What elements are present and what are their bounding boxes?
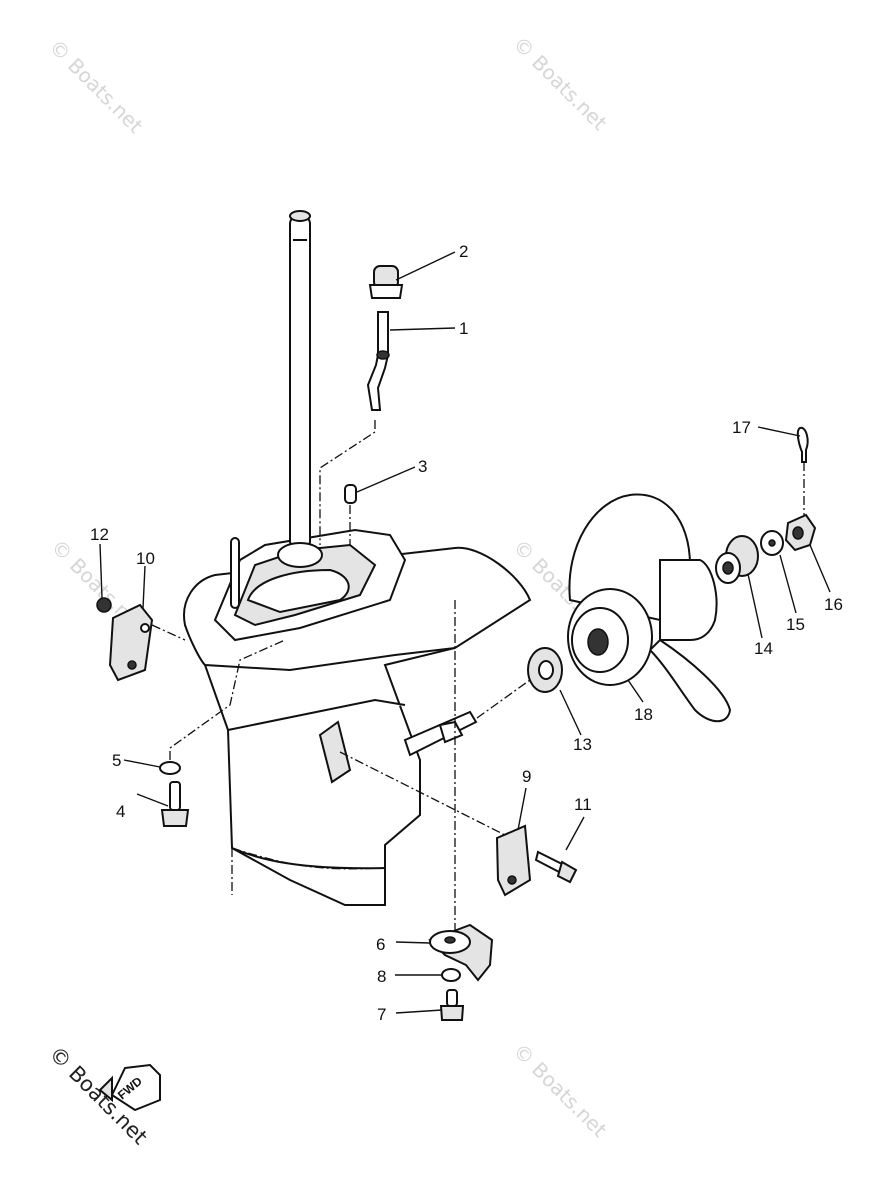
callout-10: 10 [136,549,155,568]
callout-13: 13 [573,735,592,754]
part-cotter-pin-17 [796,426,809,463]
callout-18: 18 [634,705,653,724]
part-screw-11 [534,850,578,884]
callout-5: 5 [112,751,121,770]
leader-lines [99,251,831,1014]
watermark-top-left: © Boats.net [44,35,147,138]
watermark-bottom-right: © Boats.net [508,1039,611,1142]
callout-7: 7 [377,1005,386,1024]
part-bolt-7 [439,989,465,1021]
callout-16: 16 [824,595,843,614]
part-washer-5 [159,761,181,775]
part-cover-10 [108,603,154,682]
callout-3: 3 [418,457,427,476]
part-nut-12 [96,597,112,613]
callout-2: 2 [459,242,468,261]
part-pin [344,484,357,504]
part-propeller-18 [567,493,732,723]
callout-12: 12 [90,525,109,544]
drive-shaft [289,214,311,551]
callout-15: 15 [786,615,805,634]
callout-11: 11 [574,795,592,814]
watermark-top-right: © Boats.net [508,32,611,135]
callout-6: 6 [376,935,385,954]
callout-17: 17 [732,418,751,437]
part-thrust-washer-13 [527,647,563,693]
callout-8: 8 [377,967,386,986]
fwd-arrow-icon: FWD [98,1063,161,1112]
part-washer-8 [441,968,461,982]
callout-4: 4 [116,802,125,821]
part-shift-rod [366,311,390,411]
callout-1: 1 [459,319,468,338]
part-washer-15 [760,530,784,556]
part-bolt-4 [160,781,190,827]
callouts: 1 2 3 4 5 6 7 8 9 10 11 12 13 14 15 16 1… [90,242,843,1024]
part-grommet [368,265,404,299]
part-trim-tab-6 [428,923,494,982]
callout-14: 14 [754,639,773,658]
part-anode-9 [495,824,532,897]
part-spacer-14 [715,535,759,584]
callout-9: 9 [522,767,531,786]
assembly-lines [151,420,805,930]
lower-casing [183,210,532,906]
